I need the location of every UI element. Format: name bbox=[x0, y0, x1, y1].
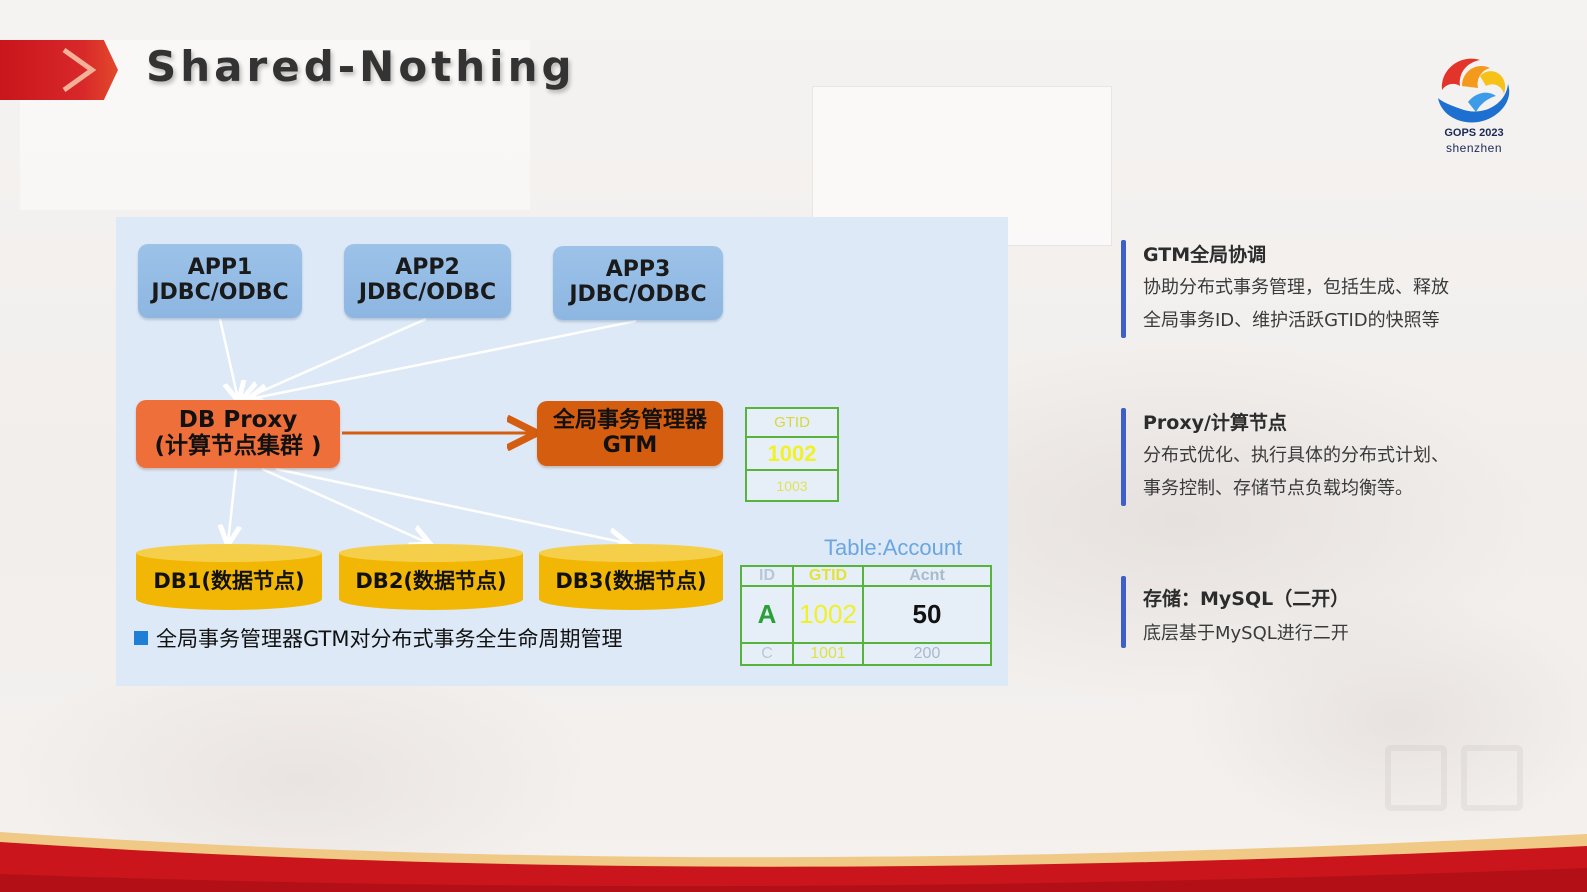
gtm-node: 全局事务管理器 GTM bbox=[537, 401, 723, 466]
account-col-acnt: Acnt bbox=[862, 565, 992, 587]
side-item-proxy: Proxy/计算节点 分布式优化、执行具体的分布式计划、 事务控制、存储节点负载… bbox=[1121, 408, 1501, 506]
db2-label: DB2(数据节点) bbox=[355, 569, 507, 594]
app2-name: APP2 bbox=[395, 255, 460, 281]
side-accent-bar bbox=[1121, 576, 1126, 648]
db3-node: DB3(数据节点) bbox=[539, 543, 723, 611]
app1-name: APP1 bbox=[187, 255, 253, 281]
connector-app1-proxy bbox=[218, 318, 238, 399]
app3-driver: JDBC/ODBC bbox=[569, 282, 707, 307]
account-cell-gtid: 1002 bbox=[792, 585, 864, 644]
account-cell-id: A bbox=[740, 585, 794, 644]
diagram-connectors bbox=[116, 317, 637, 686]
connector-app3-proxy bbox=[250, 319, 637, 399]
connector-app2-proxy bbox=[244, 317, 427, 399]
diagram-note: 全局事务管理器GTM对分布式事务全生命周期管理 bbox=[134, 623, 622, 653]
side-item-line: 底层基于MySQL进行二开 bbox=[1143, 623, 1349, 644]
side-item-storage: 存储：MySQL（二开） 底层基于MySQL进行二开 bbox=[1121, 576, 1501, 648]
header-accent-bar bbox=[0, 40, 118, 100]
db-proxy-node: DB Proxy (计算节点集群 ) bbox=[136, 400, 340, 468]
side-item-title: 存储：MySQL（二开） bbox=[1143, 588, 1350, 610]
gtm-title: 全局事务管理器 bbox=[552, 407, 707, 433]
side-item-line: 分布式优化、执行具体的分布式计划、 bbox=[1143, 445, 1449, 466]
gtid-header: GTID bbox=[745, 407, 839, 438]
side-item-line: 全局事务ID、维护活跃GTID的快照等 bbox=[1143, 310, 1440, 331]
app1-node: APP1 JDBC/ODBC bbox=[138, 244, 302, 318]
gtm-subtitle: GTM bbox=[602, 432, 658, 458]
logo-city: shenzhen bbox=[1445, 141, 1503, 155]
app2-node: APP2 JDBC/ODBC bbox=[344, 244, 511, 318]
logo-event-name: GOPS 2023 bbox=[1444, 127, 1504, 139]
connector-proxy-db3 bbox=[275, 467, 626, 543]
gtid-table: GTID 1002 1003 bbox=[745, 407, 839, 502]
connector-proxy-db2 bbox=[261, 467, 428, 543]
side-accent-bar bbox=[1121, 240, 1126, 338]
app2-driver: JDBC/ODBC bbox=[358, 280, 497, 305]
account-cell-gtid: 1001 bbox=[792, 642, 864, 666]
gtid-current: 1002 bbox=[745, 436, 839, 471]
account-table-header: ID GTID Acnt bbox=[740, 565, 992, 587]
db2-node: DB2(数据节点) bbox=[339, 543, 523, 611]
table-row: A 1002 50 bbox=[740, 585, 992, 644]
gops-logo-icon bbox=[1438, 58, 1510, 123]
footer-wave bbox=[0, 832, 1587, 892]
side-item-gtm: GTM全局协调 协助分布式事务管理，包括生成、释放 全局事务ID、维护活跃GTI… bbox=[1121, 240, 1501, 338]
db1-node: DB1(数据节点) bbox=[136, 543, 322, 611]
proxy-title: DB Proxy bbox=[178, 407, 298, 434]
connector-proxy-db1 bbox=[228, 468, 236, 543]
app3-name: APP3 bbox=[605, 257, 671, 283]
chevron-right-icon bbox=[62, 48, 97, 92]
account-table: ID GTID Acnt A 1002 50 C 1001 200 bbox=[740, 565, 992, 666]
side-item-line: 事务控制、存储节点负载均衡等。 bbox=[1143, 478, 1413, 499]
account-table-caption: Table:Account bbox=[824, 535, 963, 560]
diagram-note-text: 全局事务管理器GTM对分布式事务全生命周期管理 bbox=[156, 627, 623, 651]
side-item-line: 协助分布式事务管理，包括生成、释放 bbox=[1143, 277, 1449, 298]
table-row: C 1001 200 bbox=[740, 642, 992, 666]
side-accent-bar bbox=[1121, 408, 1126, 506]
account-cell-acnt: 200 bbox=[862, 642, 992, 666]
db1-label: DB1(数据节点) bbox=[153, 569, 305, 594]
side-item-title: Proxy/计算节点 bbox=[1143, 412, 1287, 434]
page-title: Shared-Nothing bbox=[146, 42, 576, 91]
account-cell-acnt: 50 bbox=[862, 585, 992, 644]
bullet-square-icon bbox=[134, 631, 148, 645]
account-col-id: ID bbox=[740, 565, 794, 587]
account-cell-id: C bbox=[740, 642, 794, 666]
architecture-diagram: APP1 JDBC/ODBC APP2 JDBC/ODBC APP3 JDBC/… bbox=[116, 217, 1008, 686]
gtid-next: 1003 bbox=[745, 469, 839, 502]
proxy-subtitle: (计算节点集群 ) bbox=[154, 433, 322, 459]
account-col-gtid: GTID bbox=[792, 565, 864, 587]
app1-driver: JDBC/ODBC bbox=[151, 280, 289, 305]
app3-node: APP3 JDBC/ODBC bbox=[553, 246, 723, 320]
side-item-title: GTM全局协调 bbox=[1143, 244, 1267, 266]
watermark bbox=[1385, 745, 1535, 815]
db3-label: DB3(数据节点) bbox=[555, 569, 707, 594]
